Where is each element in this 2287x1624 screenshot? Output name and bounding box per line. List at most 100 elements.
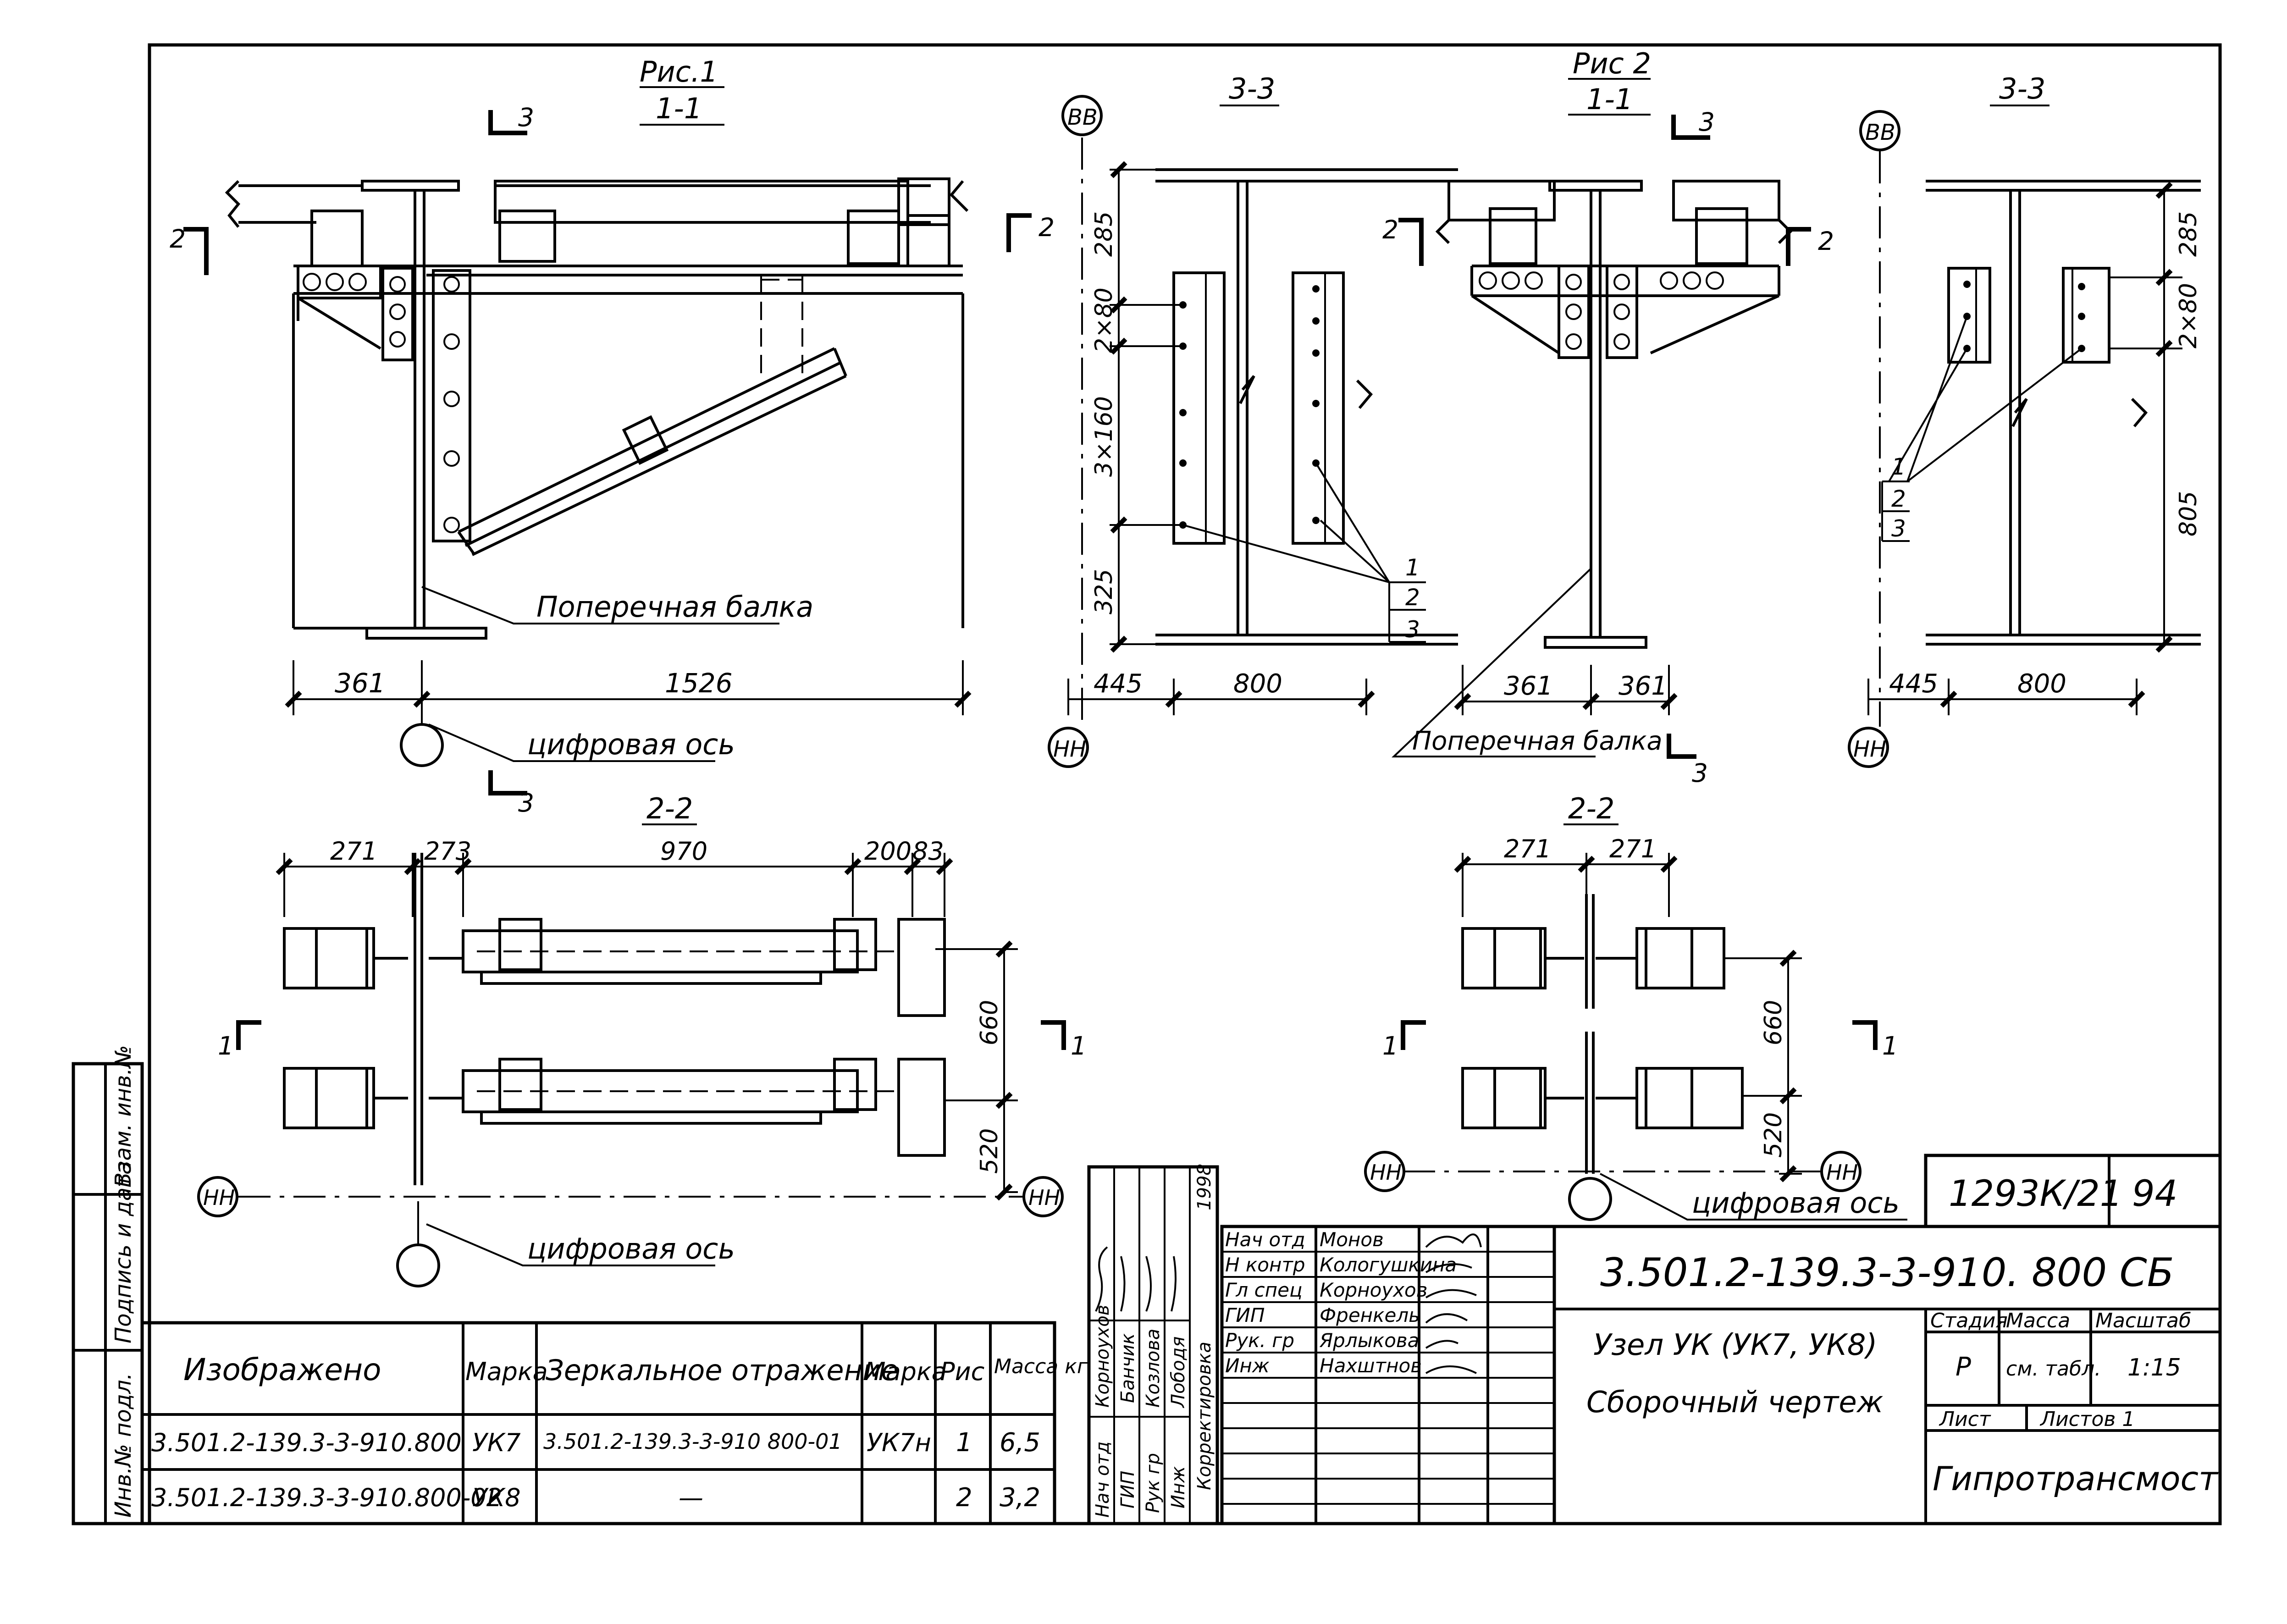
fig2-33-dim-805: 805 xyxy=(2175,491,2202,536)
approval-role-3: Инж xyxy=(1168,1466,1189,1508)
table-r1-mark2: УК7н xyxy=(867,1428,931,1457)
mass-value: см. табл. xyxy=(2006,1357,2101,1381)
plan1-cut1-right: 1 xyxy=(1071,1031,1087,1061)
approval-name-2: Козлова xyxy=(1143,1329,1164,1408)
plan1-dim-200: 200 xyxy=(864,837,911,866)
sign-role-1: Н контр xyxy=(1225,1254,1305,1276)
plan1-dim-660: 660 xyxy=(976,1000,1003,1045)
plan1-view: 2-2 271 273 970 200 83 1 1 xyxy=(197,792,1087,1287)
approval-role-4: Корректировка xyxy=(1194,1342,1215,1490)
fig2-33-axis-bottom: НН xyxy=(1853,736,1886,762)
title-name1: Узел УК (УК7, УК8) xyxy=(1593,1328,1877,1362)
approval-name-0: Корноухов xyxy=(1092,1305,1113,1408)
fig2-33-callout-2: 2 xyxy=(1891,486,1906,512)
table-header-shown: Изображено xyxy=(183,1352,381,1387)
sign-name-3: Френкель xyxy=(1320,1304,1420,1326)
plan1-dim-520: 520 xyxy=(976,1128,1003,1174)
fig1-section33: 3-3 ВВ НН 285 2×80 3×160 325 445 800 xyxy=(1048,72,1458,768)
fig1-33-axis-bottom: НН xyxy=(1053,736,1086,762)
fig2-33-dim-800: 800 xyxy=(2017,669,2066,699)
plan2-axis-label: цифровая ось xyxy=(1692,1186,1900,1220)
fig1-33-dim-3x160: 3×160 xyxy=(1090,396,1118,477)
fig1-33-axis-top: ВВ xyxy=(1067,105,1098,130)
fig2-section: 1-1 xyxy=(1586,83,1633,116)
fig2-33-axis-top: ВВ xyxy=(1865,120,1895,145)
fig1-cut3-top: 3 xyxy=(518,103,534,132)
stage-value: Р xyxy=(1956,1352,1971,1382)
signature-table: Нач отд Н контр Гл спец ГИП Рук. гр Инж … xyxy=(1220,1225,1556,1525)
table-r1-mark: УК7 xyxy=(472,1428,521,1457)
fig2-beam-label: Поперечная балка xyxy=(1412,726,1663,756)
fig1-33-dim-325: 325 xyxy=(1090,569,1118,614)
side-stamp: Взам. инв.№ Подпись и дата Инв.№ подл. xyxy=(72,1045,144,1525)
table-r2-mark: УК8 xyxy=(472,1483,521,1512)
sign-role-4: Рук. гр xyxy=(1225,1329,1294,1352)
sheets-label: Листов 1 xyxy=(2039,1408,2135,1431)
table-header-mirror: Зеркальное отражение xyxy=(546,1353,899,1387)
scale-value: 1:15 xyxy=(2127,1354,2181,1381)
approval-name-1: Банчик xyxy=(1117,1333,1138,1403)
fig1-33-callout-1: 1 xyxy=(1405,554,1420,581)
sheet-label: Лист xyxy=(1939,1408,1991,1431)
fig1-title: Рис.1 xyxy=(640,55,718,88)
sheet-id: 1293К/21 xyxy=(1949,1173,2122,1215)
fig2-title: Рис 2 xyxy=(1573,47,1651,80)
fig1-33-dim-445: 445 xyxy=(1094,669,1143,699)
fig1-33-dim-285: 285 xyxy=(1090,211,1118,257)
plan1-axis-label: цифровая ось xyxy=(527,1232,735,1265)
fig2-33-dim-285: 285 xyxy=(2175,211,2202,257)
table-header-mark2: Марка xyxy=(864,1357,947,1386)
fig1-33-callout-3: 3 xyxy=(1405,616,1420,643)
plan2-cut1-right: 1 xyxy=(1882,1031,1898,1061)
plan1-dim-273: 273 xyxy=(424,837,471,866)
fig2-section33: 3-3 ВВ НН 285 2×80 805 445 800 1 2 xyxy=(1848,72,2202,768)
table-r1-mass: 6,5 xyxy=(1000,1428,1040,1458)
plan1-dim-83: 83 xyxy=(912,837,944,866)
plan2-dim-520: 520 xyxy=(1760,1112,1787,1158)
organization: Гипротрансмост xyxy=(1933,1459,2219,1498)
table-r2-fig: 2 xyxy=(956,1483,972,1513)
approval-year: 1998 xyxy=(1194,1164,1215,1210)
table-header-mark: Марка xyxy=(465,1357,548,1386)
fig2-cut3-bottom: 3 xyxy=(1692,758,1708,788)
fig2-elevation: Рис 2 1-1 3 3 2 2 Поперечная балка xyxy=(1382,47,1834,788)
mass-header: Масса xyxy=(2006,1309,2070,1332)
fig2-cut3-top: 3 xyxy=(1699,107,1715,137)
table-r2-shown: 3.501.2-139.3-3-910.800-02 xyxy=(151,1483,502,1512)
plan2-cut1-left: 1 xyxy=(1382,1031,1398,1061)
plan1-dim-271: 271 xyxy=(330,837,377,866)
table-r2-mass: 3,2 xyxy=(1000,1483,1040,1513)
table-r1-fig: 1 xyxy=(956,1428,972,1458)
fig2-cut2-right: 2 xyxy=(1818,226,1834,256)
table-r2-mirror: — xyxy=(679,1483,703,1512)
fig1-33-callout-2: 2 xyxy=(1405,584,1420,611)
plan1-title: 2-2 xyxy=(646,792,693,825)
sign-name-4: Ярлыкова xyxy=(1319,1329,1419,1352)
stage-header: Стадия xyxy=(1930,1309,2008,1332)
sign-name-1: Кологушкина xyxy=(1320,1254,1457,1276)
table-header-fig: Рис xyxy=(940,1357,984,1386)
sign-role-5: Инж xyxy=(1225,1354,1270,1377)
scale-header: Масштаб xyxy=(2095,1309,2191,1332)
fig1-axis-label: цифровая ось xyxy=(527,728,735,761)
fig2-33-dim-445: 445 xyxy=(1889,669,1938,699)
fig1-33-dim-2x80: 2×80 xyxy=(1090,287,1118,353)
sign-name-0: Монов xyxy=(1320,1228,1384,1251)
marks-table: Изображено Марка Зеркальное отражение Ма… xyxy=(140,1321,1088,1525)
approval-role-2: Рук гр xyxy=(1143,1453,1164,1513)
fig1-elevation: Рис.1 1-1 3 3 2 2 xyxy=(170,55,1055,818)
fig1-dim-1526: 1526 xyxy=(665,668,733,699)
fig1-cut2-right: 2 xyxy=(1039,213,1055,242)
plan1-axis-right: НН xyxy=(1028,1185,1060,1210)
sign-role-2: Гл спец xyxy=(1225,1279,1303,1301)
plan1-cut1-left: 1 xyxy=(218,1031,234,1061)
plan1-axis-left: НН xyxy=(203,1185,235,1210)
side-stamp-sign: Подпись и дата xyxy=(110,1161,136,1343)
approval-role-0: Нач отд xyxy=(1092,1442,1113,1518)
fig2-33-title: 3-3 xyxy=(1999,72,2045,105)
fig2-dim-361-right: 361 xyxy=(1619,671,1668,701)
approval-role-1: ГИП xyxy=(1117,1471,1138,1508)
sign-role-3: ГИП xyxy=(1225,1304,1265,1326)
title-block: 1293К/21 94 3.501.2-139.3-3-910. 800 СБ … xyxy=(1552,1154,2222,1525)
sheet-no: 94 xyxy=(2132,1173,2177,1215)
